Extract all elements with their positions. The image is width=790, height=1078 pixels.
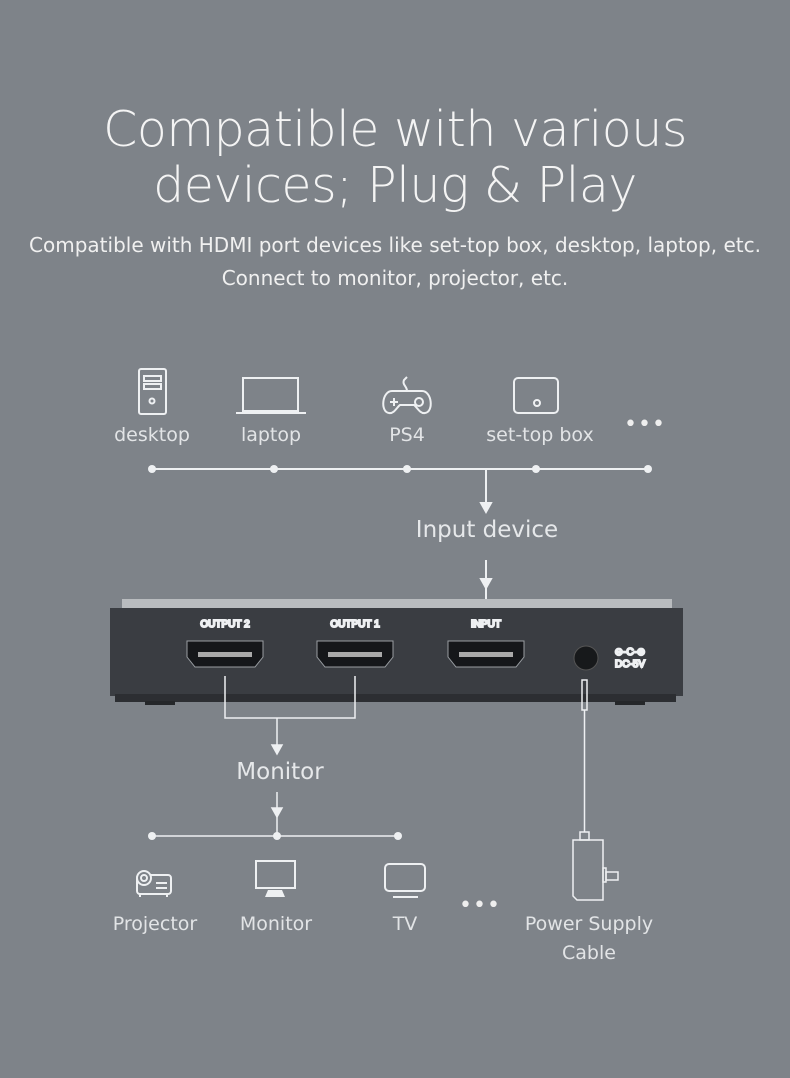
laptop-icon [236,377,306,414]
output-label-projector: Projector [112,913,198,935]
input-label-set-top-box: set-top box [486,424,594,446]
output-connector-dots [148,832,402,840]
output-label-monitor: Monitor [239,913,313,935]
power-label: DC-5V [615,659,645,670]
hdmi-port-output-2 [186,640,264,668]
power-cable [579,679,590,841]
power-symbol: ⊖-C-⊕ [615,647,646,658]
more-outputs-ellipsis: ••• [459,893,501,918]
port-label-input: INPUT [471,619,501,630]
port-label-output-1: OUTPUT 1 [330,619,380,630]
power-supply-label-line-1: Power Supply [524,913,654,935]
port-label-output-2: OUTPUT 2 [200,619,250,630]
more-inputs-ellipsis: ••• [624,412,666,437]
tv-icon [384,863,426,898]
subtitle-line-2: Connect to monitor, projector, etc. [221,266,569,290]
input-device-heading: Input device [415,517,559,543]
hdmi-splitter-device [110,599,683,705]
power-supply-label-line-2: Cable [562,942,616,964]
monitor-icon [255,860,296,897]
set-top-box-icon [513,377,559,414]
headline-line-2: devices; Plug & Play [153,157,637,214]
desktop-icon [138,368,167,415]
hdmi-port-input [447,640,525,668]
input-connector-dots [148,465,652,473]
gamepad-icon [382,376,432,415]
input-label-ps4: PS4 [389,424,425,446]
output-label-tv: TV [392,913,418,935]
power-jack [573,645,599,671]
monitor-heading: Monitor [236,759,324,785]
input-label-desktop: desktop [114,424,190,446]
projector-icon [136,870,172,897]
headline-line-1: Compatible with various [103,101,687,158]
hdmi-port-output-1 [316,640,394,668]
subtitle-line-1: Compatible with HDMI port devices like s… [29,233,761,257]
input-label-laptop: laptop [240,424,302,446]
power-adapter-icon [572,839,619,901]
